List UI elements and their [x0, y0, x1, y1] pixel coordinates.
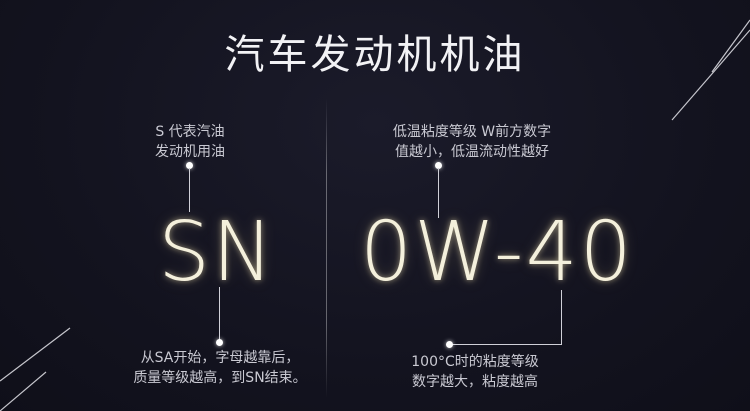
- deco-line-top-right-2: [711, 19, 750, 73]
- sn-bottom-note-line-2: 质量等级越高，到SN结束。: [133, 370, 307, 386]
- center-divider: [326, 98, 327, 398]
- sn-top-note-line-2: 发动机用油: [155, 144, 225, 160]
- sn-top-pointer-line: [189, 168, 190, 212]
- sn-top-note: S 代表汽油 发动机用油: [140, 122, 240, 162]
- sn-bottom-note-line-1: 从SA开始，字母越靠后，: [140, 350, 300, 366]
- sn-top-note-line-1: S 代表汽油: [155, 124, 225, 140]
- viscosity-top-note-line-2: 值越小，低温流动性越好: [395, 144, 549, 160]
- deco-line-bottom-left-2: [0, 371, 47, 411]
- viscosity-grade-text: 0W-40: [360, 205, 634, 300]
- viscosity-top-pointer-line: [438, 168, 439, 218]
- viscosity-bottom-note-line-1: 100°C时的粘度等级: [411, 354, 539, 370]
- viscosity-top-pointer-dot: [435, 162, 442, 169]
- viscosity-bottom-note-line-2: 数字越大，粘度越高: [412, 374, 538, 390]
- viscosity-bottom-pointer-hline: [452, 344, 562, 345]
- viscosity-bottom-pointer-dot: [446, 341, 453, 348]
- viscosity-top-note: 低温粘度等级 W前方数字 值越小，低温流动性越好: [382, 122, 562, 162]
- sn-top-pointer-dot: [186, 162, 193, 169]
- viscosity-bottom-pointer-vline: [561, 290, 562, 344]
- viscosity-bottom-note: 100°C时的粘度等级 数字越大，粘度越高: [385, 352, 565, 392]
- deco-line-top-right-1: [671, 29, 750, 121]
- sn-bottom-pointer-dot: [216, 339, 223, 346]
- sn-bottom-note: 从SA开始，字母越靠后， 质量等级越高，到SN结束。: [130, 348, 310, 388]
- viscosity-top-note-line-1: 低温粘度等级 W前方数字: [392, 124, 552, 140]
- deco-line-bottom-left-1: [0, 327, 71, 382]
- sn-bottom-pointer-line: [219, 287, 220, 340]
- sn-grade-text: SN: [158, 205, 276, 300]
- page-title: 汽车发动机机油: [224, 32, 526, 78]
